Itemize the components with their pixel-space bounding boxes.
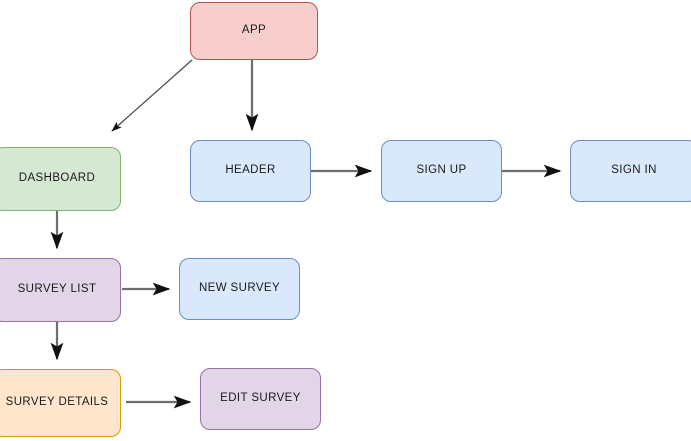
node-app-label: APP — [241, 24, 267, 37]
node-header[interactable]: HEADER — [190, 140, 311, 202]
node-survey-details[interactable]: SURVEY DETAILS — [0, 369, 121, 437]
node-new-survey-label: NEW SURVEY — [198, 282, 281, 295]
node-new-survey[interactable]: NEW SURVEY — [179, 258, 300, 320]
node-dashboard-label: DASHBOARD — [18, 172, 96, 185]
node-sign-in-label: SIGN IN — [611, 164, 657, 177]
node-edit-survey-label: EDIT SURVEY — [220, 392, 301, 405]
node-header-label: HEADER — [225, 164, 276, 177]
node-dashboard[interactable]: DASHBOARD — [0, 147, 121, 211]
node-sign-up[interactable]: SIGN UP — [381, 140, 502, 202]
node-sign-in[interactable]: SIGN IN — [570, 140, 691, 202]
node-survey-list-label: SURVEY LIST — [17, 283, 97, 296]
node-survey-list[interactable]: SURVEY LIST — [0, 258, 121, 322]
node-app[interactable]: APP — [190, 2, 318, 60]
node-survey-details-label: SURVEY DETAILS — [5, 396, 109, 409]
edge-app-to-dashboard — [111, 59, 193, 132]
node-sign-up-label: SIGN UP — [416, 164, 467, 177]
node-edit-survey[interactable]: EDIT SURVEY — [200, 368, 321, 430]
